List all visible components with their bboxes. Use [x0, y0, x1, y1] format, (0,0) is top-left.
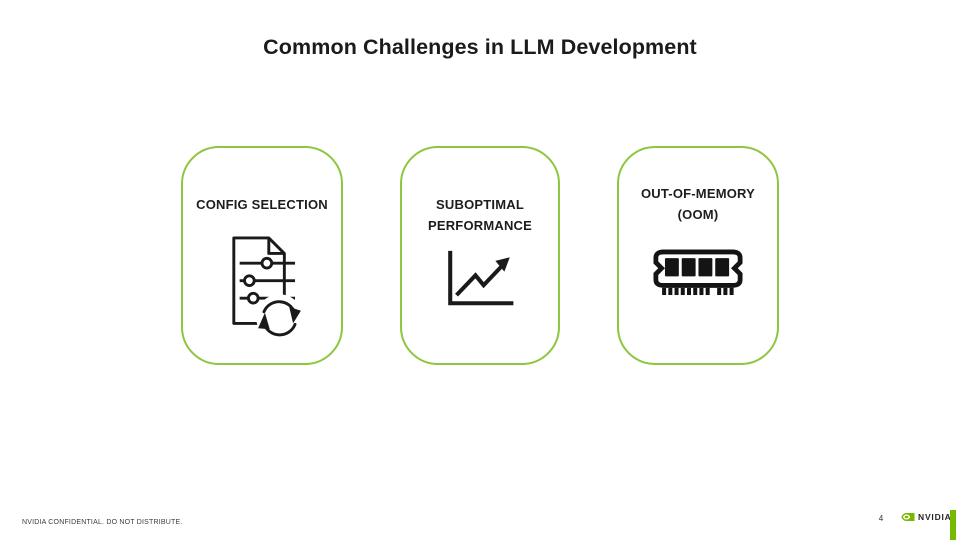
challenge-card-out-of-memory: OUT-OF-MEMORY (OOM)	[617, 146, 779, 365]
card-label: CONFIG SELECTION	[196, 194, 328, 215]
card-label-line: SUBOPTIMAL	[436, 197, 524, 212]
nvidia-eye-icon	[901, 513, 915, 521]
confidential-note: NVIDIA CONFIDENTIAL. DO NOT DISTRIBUTE.	[22, 519, 183, 526]
page-number: 4	[878, 514, 884, 523]
nvidia-logo: NVIDIA	[901, 512, 952, 522]
challenge-card-config-selection: CONFIG SELECTION	[181, 146, 343, 365]
card-label-line: OUT-OF-MEMORY	[640, 186, 756, 201]
card-label: SUBOPTIMAL PERFORMANCE	[428, 194, 532, 236]
growth-chart-icon	[448, 250, 514, 306]
card-label: OUT-OF-MEMORY (OOM)	[641, 183, 755, 225]
document-config-sync-icon	[232, 236, 301, 338]
card-label-line: PERFORMANCE	[427, 218, 533, 233]
green-accent-bar	[950, 510, 956, 540]
nvidia-wordmark: NVIDIA	[918, 512, 952, 522]
challenge-card-suboptimal-performance: SUBOPTIMAL PERFORMANCE	[400, 146, 560, 365]
card-label-line: CONFIG SELECTION	[196, 197, 328, 212]
slide-title: Common Challenges in LLM Development	[263, 35, 697, 59]
ram-module-icon	[653, 249, 743, 296]
card-label-line: (OOM)	[677, 207, 719, 222]
